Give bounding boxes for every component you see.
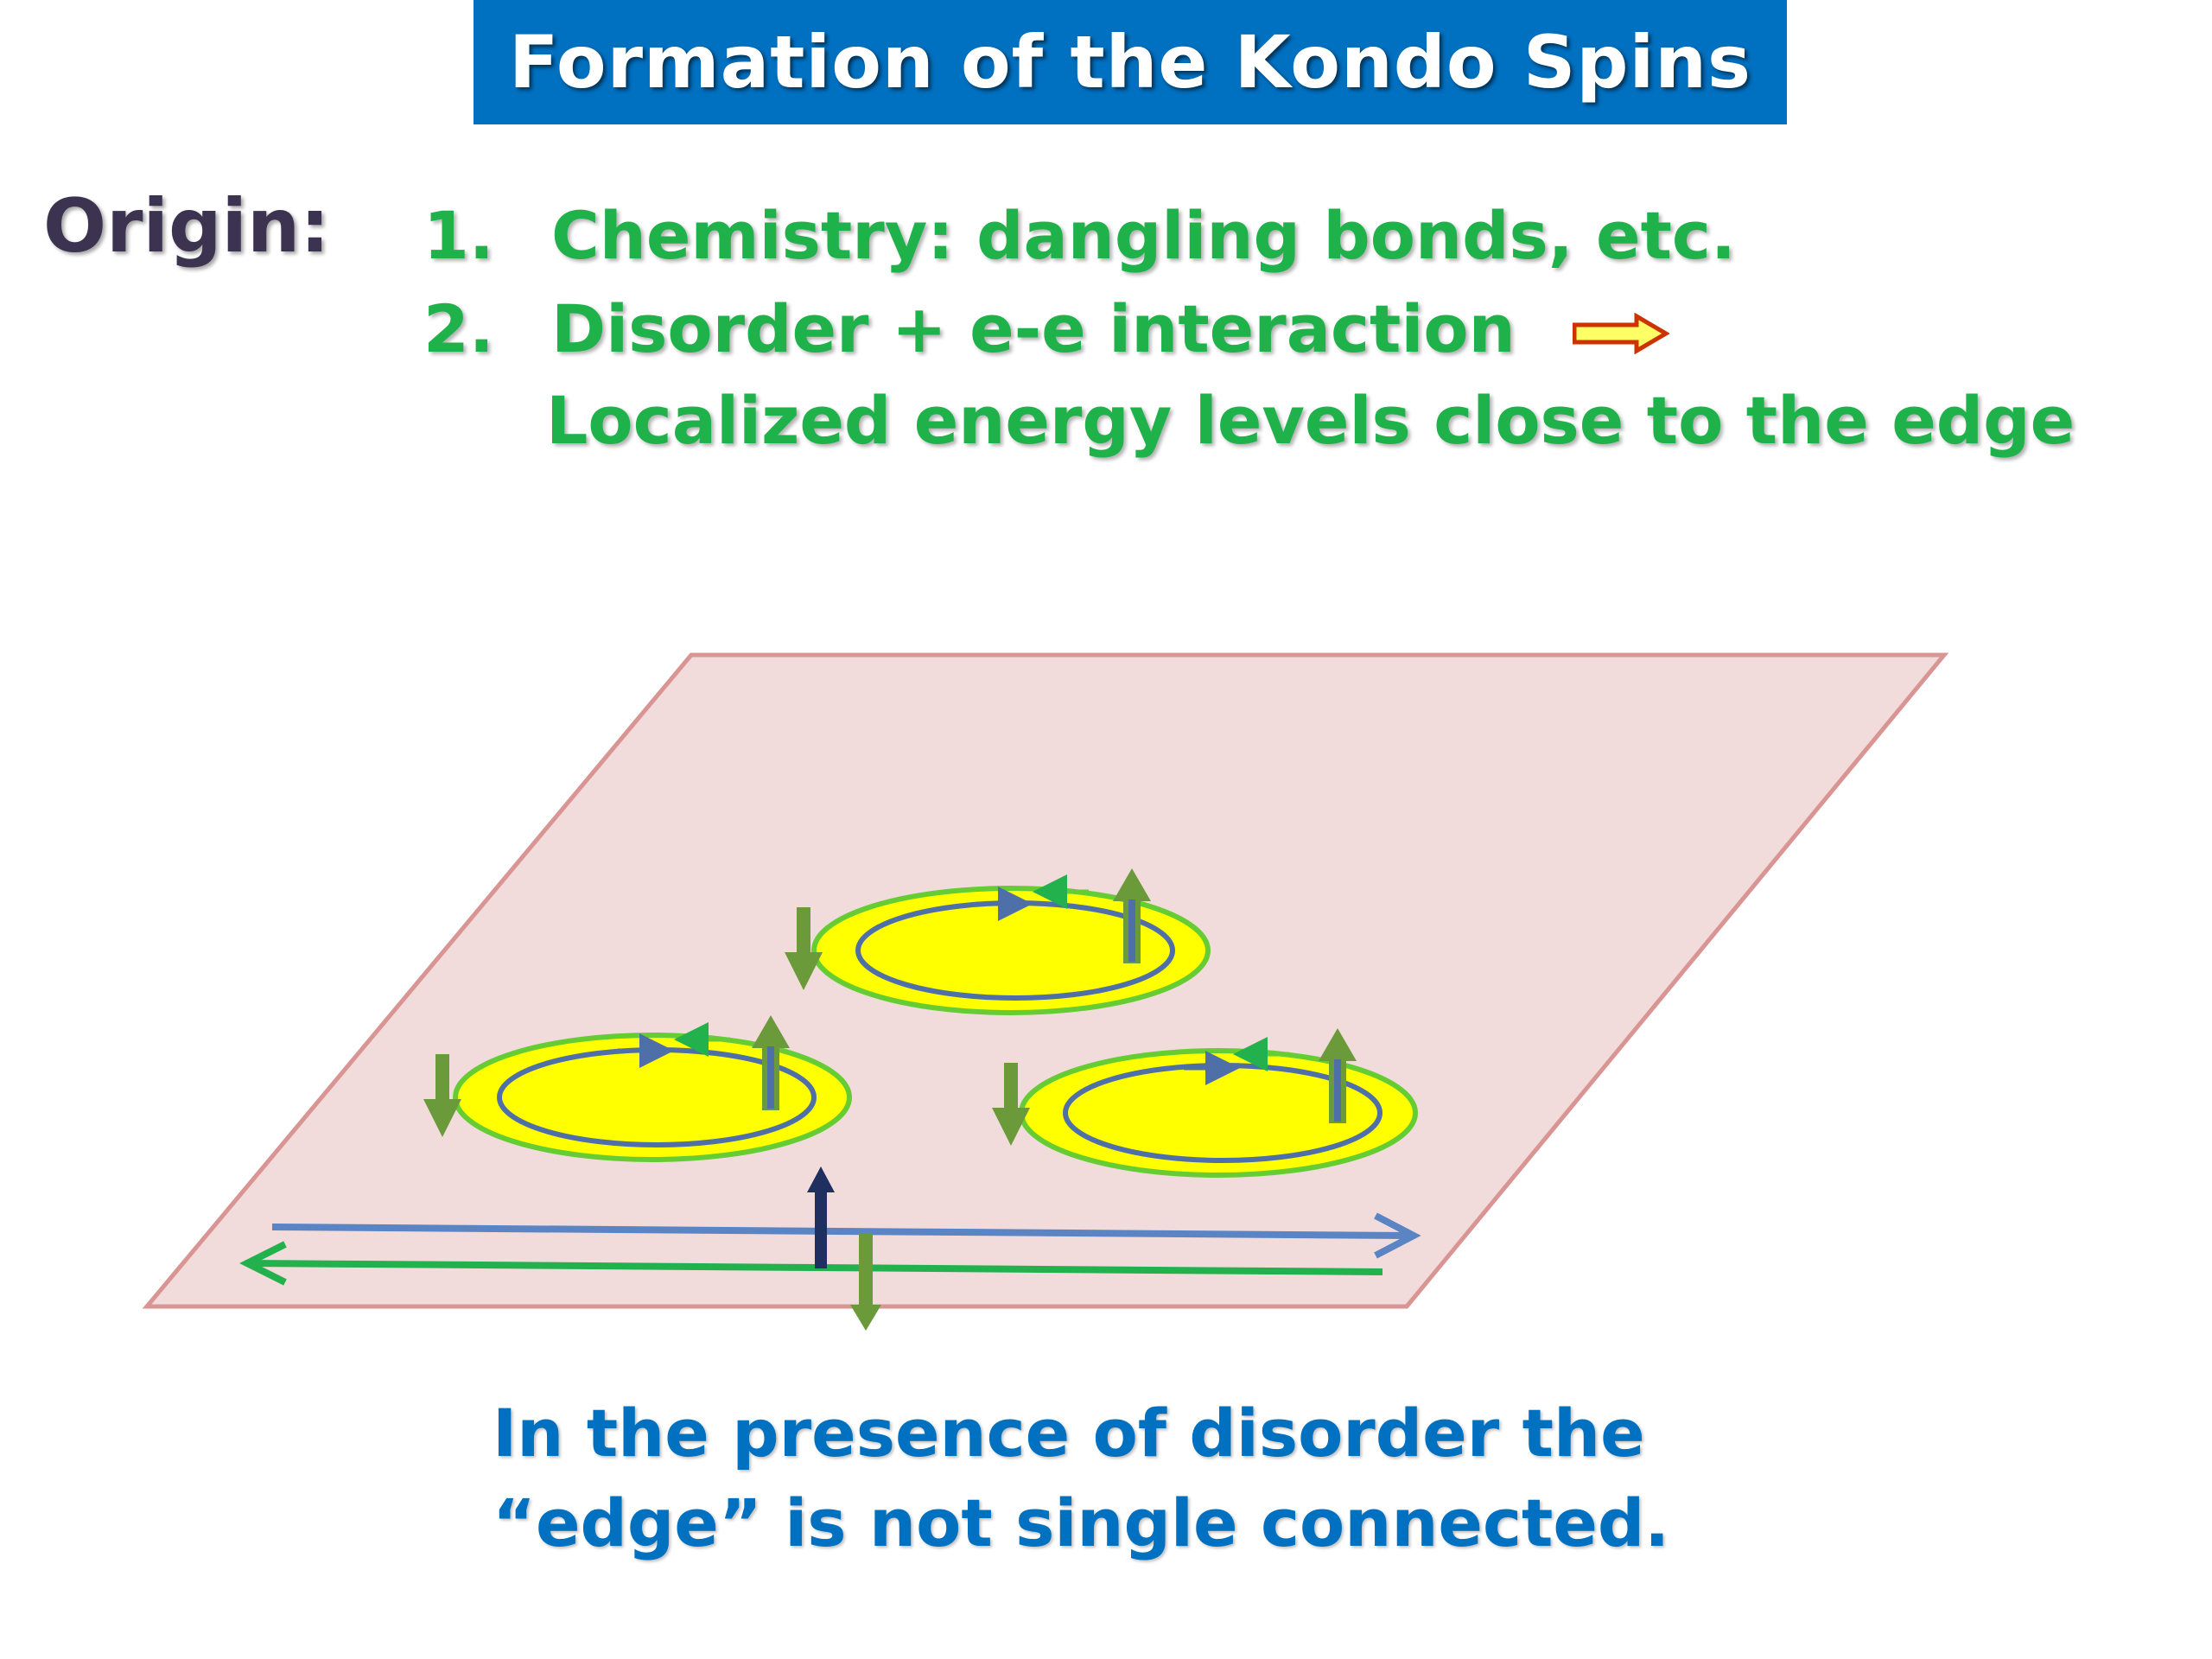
implies-arrow-icon xyxy=(1573,313,1670,354)
puddle-left xyxy=(453,1022,852,1162)
title-banner: Formation of the Kondo Spins xyxy=(474,0,1787,124)
origin-label: Origin: xyxy=(43,183,330,270)
origin-item-2: 2. Disorder + e-e interaction xyxy=(423,290,1670,367)
spin-up-arrow-left xyxy=(752,1015,790,1110)
puddle-right xyxy=(1019,1037,1418,1178)
item-text: Localized energy levels close to the edg… xyxy=(546,382,2075,459)
spin-down-arrow-right xyxy=(992,1063,1030,1146)
spin-down-arrow-top xyxy=(785,907,823,990)
puddle-top xyxy=(811,874,1211,1015)
item-number: 2. xyxy=(423,290,494,367)
puddle-outer xyxy=(453,1033,852,1162)
puddle-outer xyxy=(811,886,1211,1015)
caption-line-2: “edge” is not single connected. xyxy=(493,1484,1670,1561)
spin-up-arrow-top xyxy=(1113,868,1151,963)
spin-down-arrow-left xyxy=(423,1054,461,1137)
origin-item-2-result: Localized energy levels close to the edg… xyxy=(546,382,2075,459)
origin-item-1: 1. Chemistry: dangling bonds, etc. xyxy=(423,197,1736,274)
edge-spin-up-arrow xyxy=(807,1166,835,1268)
spin-up-arrow-right xyxy=(1319,1028,1357,1123)
item-text: Disorder + e-e interaction xyxy=(551,290,1516,367)
item-text: Chemistry: dangling bonds, etc. xyxy=(551,197,1736,274)
page-title: Formation of the Kondo Spins xyxy=(508,20,1752,105)
item-number: 1. xyxy=(423,197,494,274)
caption-line-1: In the presence of disorder the xyxy=(493,1395,1645,1471)
edge-spin-down-arrow xyxy=(850,1234,881,1331)
edge-channel-top xyxy=(271,1212,1421,1259)
